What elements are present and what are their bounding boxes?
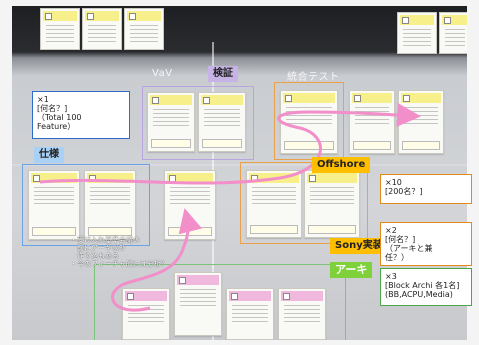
- architecture-area: [94, 264, 346, 340]
- sony-implementation-tag: Sony実装: [330, 238, 388, 254]
- backlog-card: [40, 8, 80, 50]
- verification-tag: 検証: [208, 66, 238, 82]
- sony-count-note: ×2 [何名？] （アーキと兼 任？）: [380, 222, 472, 266]
- task-card: [304, 170, 360, 238]
- acceptance-criteria-note: ・受け入れ基準会議の 前にアーキ以外 作り込もある ・今のフィーチャ的には分析？: [70, 236, 168, 268]
- architecture-tag: アーキ: [330, 262, 373, 278]
- backlog-card: [124, 8, 164, 50]
- offshore-area: [240, 162, 368, 244]
- task-card: [147, 92, 195, 152]
- task-card: [349, 90, 395, 154]
- task-card: [198, 92, 246, 152]
- task-card: [278, 288, 326, 340]
- backlog-card: [82, 8, 122, 50]
- spec-area: [22, 164, 150, 246]
- feature-count-note: ×1 [何名？] （Total 100 Feature）: [32, 91, 130, 139]
- backlog-card: [439, 12, 467, 54]
- task-card: [226, 288, 274, 340]
- offshore-tag: Offshore: [312, 157, 371, 173]
- task-card: [174, 272, 222, 336]
- wall-label-vav: VaV: [152, 68, 173, 79]
- wall-label-test: 統合テスト: [287, 72, 340, 83]
- backlog-card: [397, 12, 437, 54]
- verification-area: [142, 86, 254, 160]
- test-area: [274, 82, 344, 160]
- spec-tag: 仕様: [34, 147, 64, 163]
- wall-divider: [12, 164, 467, 166]
- offshore-count-note: ×10 [200名？]: [380, 174, 472, 204]
- architecture-count-note: ×3 [Block Archi 各1名] (BB,ACPU,Media): [380, 268, 472, 306]
